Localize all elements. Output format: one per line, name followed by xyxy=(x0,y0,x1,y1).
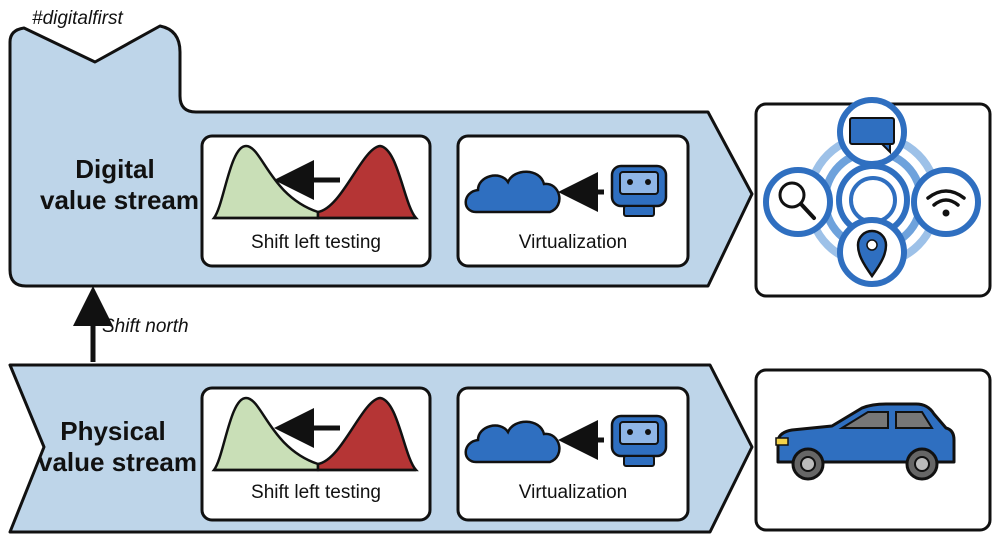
digital-shift-left-card xyxy=(200,134,432,268)
digital-stream-title: Digital value stream xyxy=(40,154,199,216)
car-icon xyxy=(775,402,956,481)
physical-result-panel xyxy=(754,368,992,532)
physical-title-line2: value stream xyxy=(38,447,197,477)
digital-shift-left-caption: Shift left testing xyxy=(251,232,381,253)
shift-north-label: Shift north xyxy=(102,316,189,337)
message-bubble-icon xyxy=(837,97,907,167)
physical-shift-left-card xyxy=(200,386,432,522)
digital-result-panel xyxy=(754,97,992,298)
digital-first-tag: #digitalfirst xyxy=(32,8,123,29)
digital-virtualization-caption: Virtualization xyxy=(518,232,628,253)
wifi-icon xyxy=(911,167,981,237)
cloud-icon xyxy=(464,420,561,464)
robot-icon xyxy=(610,414,668,467)
distribution-curves-icon xyxy=(211,396,419,472)
location-pin-icon xyxy=(837,217,907,287)
search-icon xyxy=(763,167,833,237)
physical-virtualization-caption: Virtualization xyxy=(518,482,628,503)
digital-title-line2: value stream xyxy=(40,185,199,215)
physical-title-line1: Physical xyxy=(60,416,166,446)
physical-shift-left-caption: Shift left testing xyxy=(251,482,381,503)
robot-icon xyxy=(610,164,668,217)
cloud-icon xyxy=(464,170,561,214)
distribution-curves-icon xyxy=(211,144,419,220)
digital-virtualization-card xyxy=(456,134,690,268)
digital-title-line1: Digital xyxy=(75,154,155,184)
physical-virtualization-card xyxy=(456,386,690,522)
physical-stream-title: Physical value stream xyxy=(38,416,197,478)
